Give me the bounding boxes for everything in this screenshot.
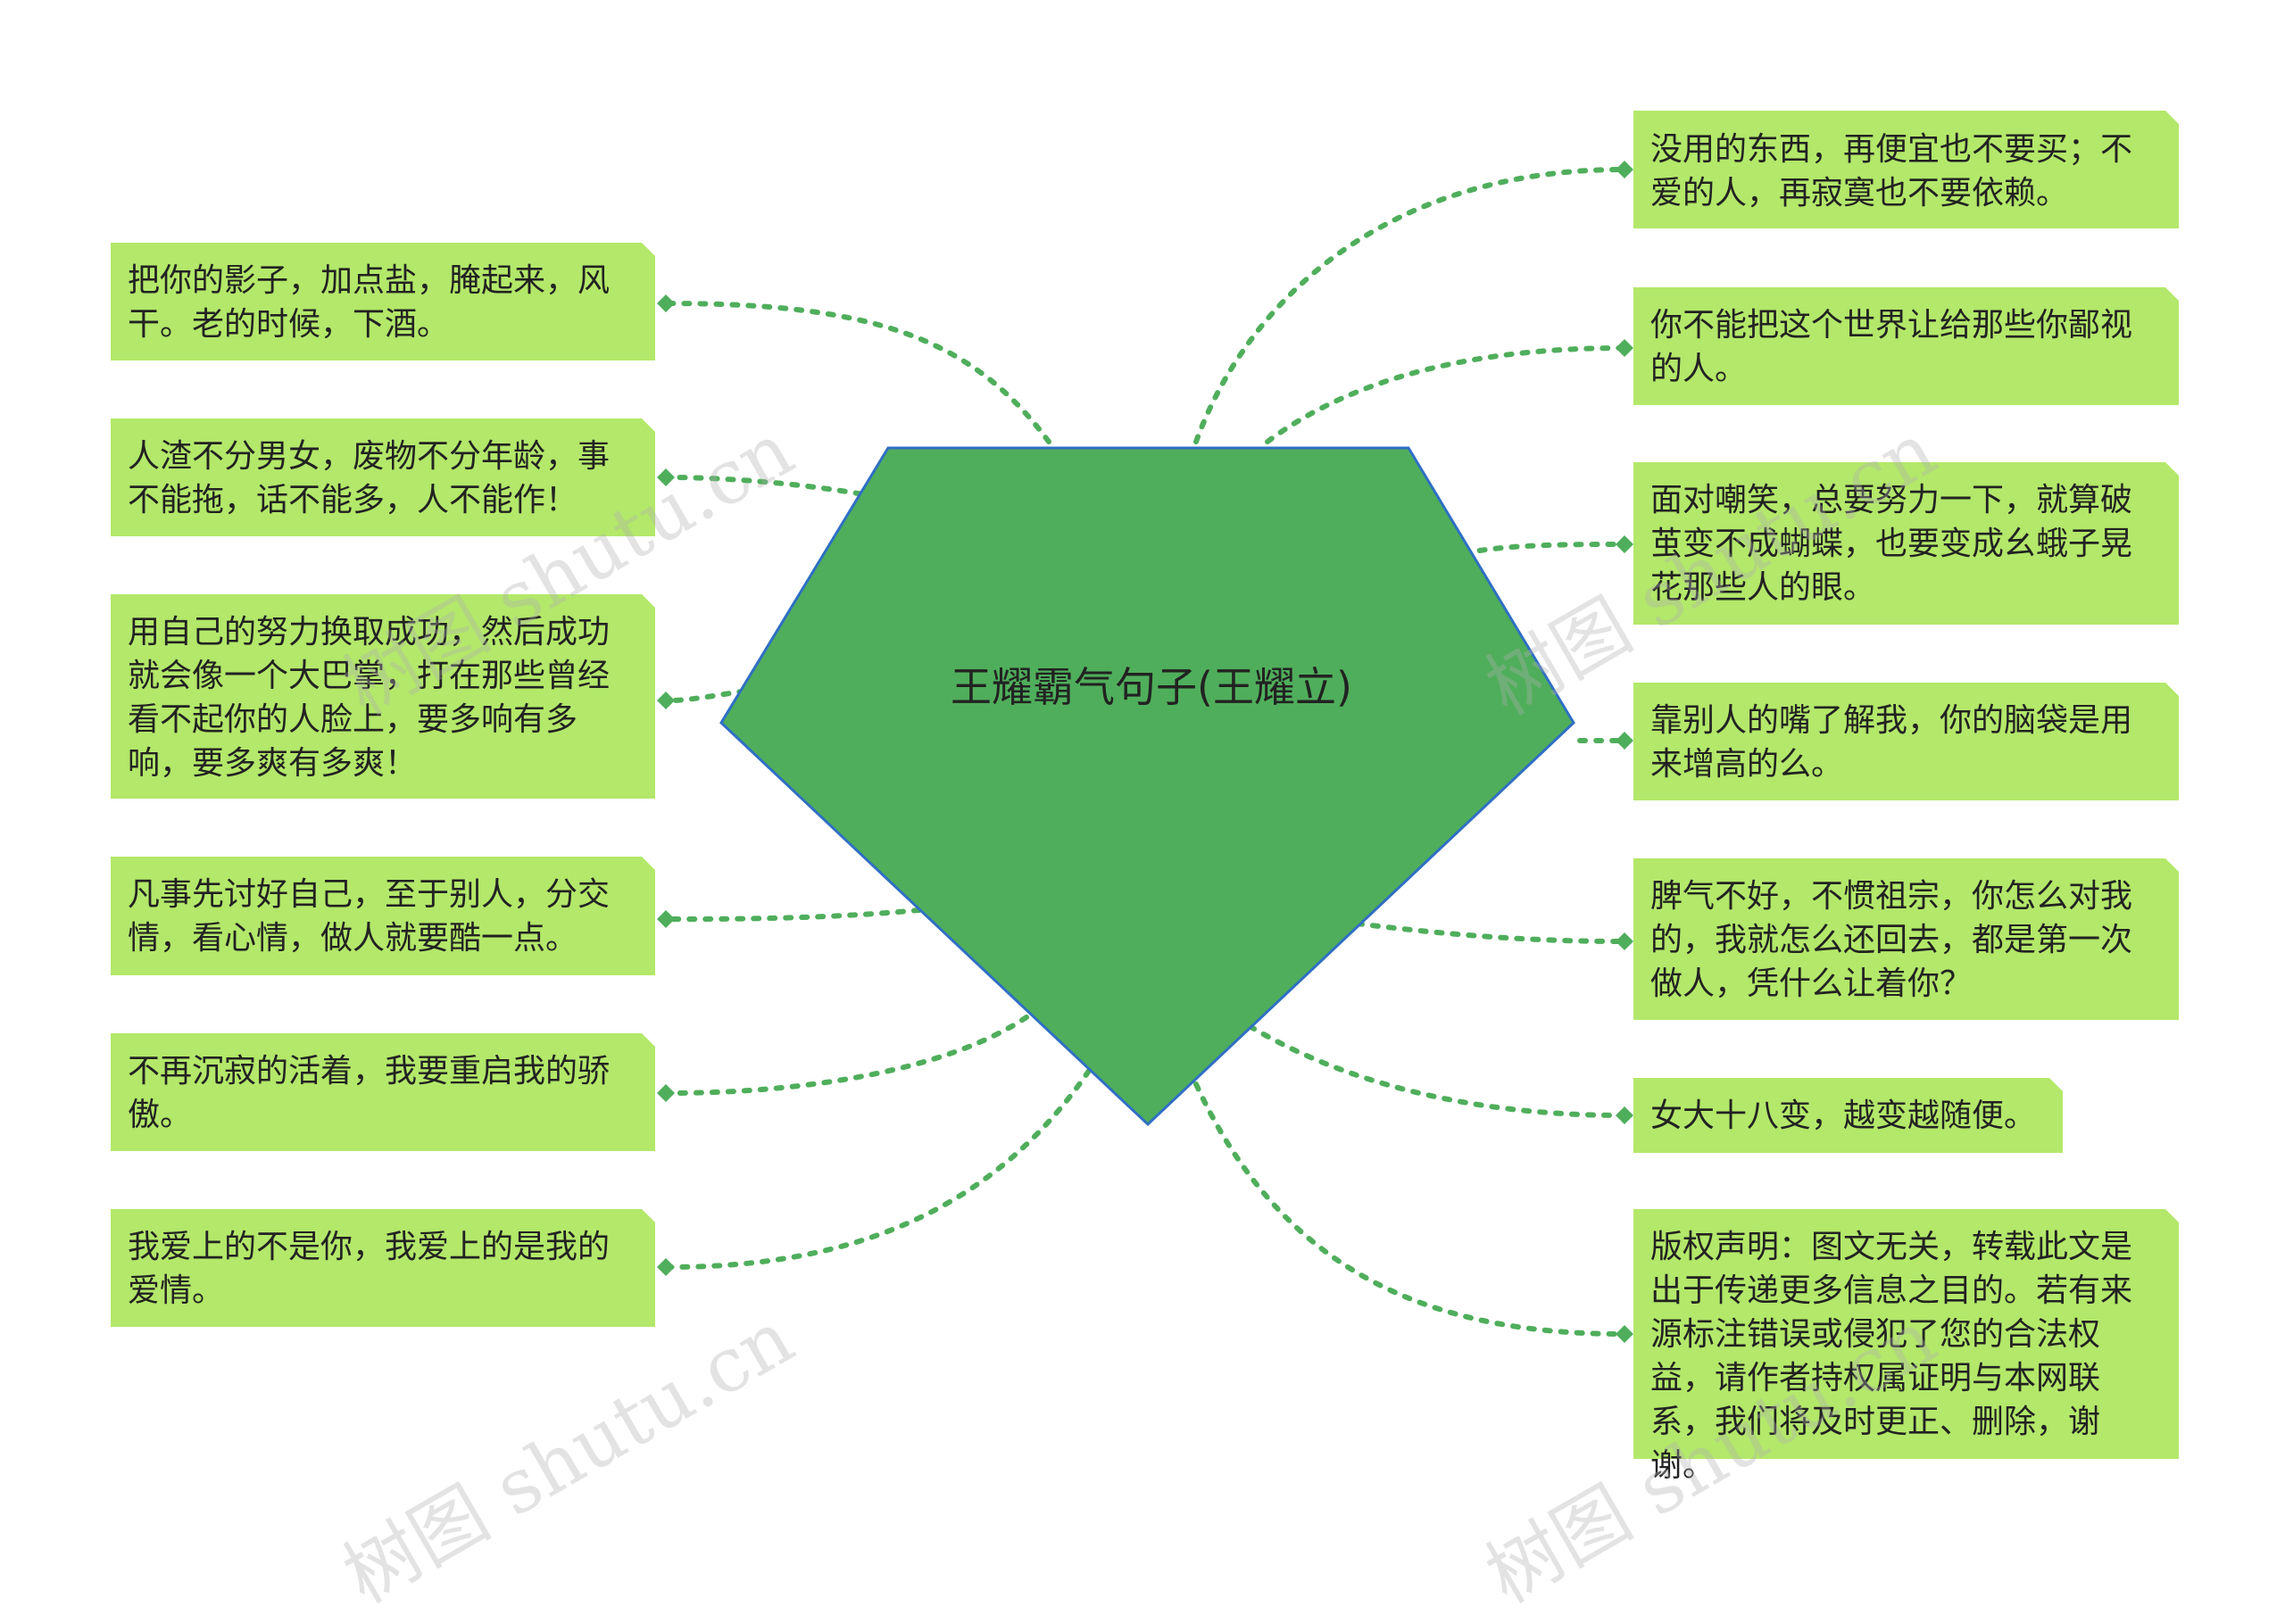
right-node-5[interactable]: 脾气不好，不惯祖宗，你怎么对我的，我就怎么还回去，都是第一次做人，凭什么让着你？ [1650,878,2133,1002]
connector-left-4 [667,907,922,922]
dot-right-3 [1616,535,1633,553]
left-node-3[interactable]: 用自己的努力换取成功，然后成功就会像一个大巴掌，打在那些曾经看不起你的人脸上，要… [128,614,611,782]
dot-left-1 [657,294,675,312]
dot-right-2 [1616,339,1633,357]
right-node-1[interactable]: 没用的东西，再便宜也不要买；不爱的人，再寂寞也不要依赖。 [1650,131,2133,211]
left-node-4[interactable]: 凡事先讨好自己，至于别人，分交情，看心情，做人就要酷一点。 [128,876,611,957]
right-node-box-5 [1633,858,2179,1020]
central-topic-title[interactable]: 王耀霸气句子(王耀立) [951,663,1352,711]
right-node-box-4 [1633,683,2179,800]
left-node-box-6 [111,1209,655,1327]
left-node-box-1 [111,243,655,360]
dot-right-5 [1616,932,1633,950]
connector-dots [657,161,1633,1343]
left-node-6[interactable]: 我爱上的不是你，我爱上的是我的爱情。 [128,1229,611,1309]
left-node-box-5 [111,1033,655,1151]
dot-right-7 [1616,1325,1633,1343]
connector-left-1 [667,301,1051,444]
connector-right-2 [1265,345,1625,444]
dot-right-4 [1616,732,1633,750]
left-node-box-3 [111,594,655,799]
right-node-boxes [1633,111,2179,1459]
dot-left-6 [657,1258,675,1276]
connector-right-5 [1354,921,1625,944]
left-node-1[interactable]: 把你的影子，加点盐，腌起来，风干。老的时候，下酒。 [128,262,611,343]
connector-left-5 [667,1015,1029,1096]
right-node-2[interactable]: 你不能把这个世界让给那些你鄙视的人。 [1650,307,2133,387]
central-pentagon [719,446,1575,1127]
mind-map-canvas [111,111,2179,1459]
right-node-box-3 [1633,462,2179,625]
connector-left-6 [667,1068,1092,1270]
left-node-2[interactable]: 人渣不分男女，废物不分年龄，事不能拖，话不能多，人不能作！ [128,438,611,518]
left-node-5[interactable]: 不再沉寂的活着，我要重启我的骄傲。 [128,1053,611,1133]
left-node-box-2 [111,418,655,536]
connector-right-1 [1193,167,1625,444]
dot-right-6 [1616,1106,1633,1124]
dot-left-4 [657,910,675,928]
left-node-boxes [111,243,655,1327]
right-node-box-1 [1633,111,2179,228]
right-node-4[interactable]: 靠别人的嘴了解我，你的脑袋是用来增高的么。 [1650,702,2133,783]
dot-left-3 [657,692,675,709]
connector-right-3 [1461,542,1625,556]
right-node-box-2 [1633,287,2179,405]
dot-left-2 [657,468,675,486]
right-node-3[interactable]: 面对嘲笑，总要努力一下，就算破茧变不成蝴蝶，也要变成幺蛾子晃花那些人的眼。 [1650,482,2133,606]
left-node-box-4 [111,857,655,975]
dot-right-1 [1616,161,1633,178]
right-node-box-7 [1633,1209,2179,1459]
right-node-7[interactable]: 版权声明：图文无关，转载此文是出于传递更多信息之目的。若有来源标注错误或侵犯了您… [1650,1229,2133,1484]
right-node-box-6 [1633,1078,2063,1153]
connector-right-6 [1247,1023,1625,1118]
dot-left-5 [657,1084,675,1102]
right-node-6[interactable]: 女大十八变，越变越随便。 [1650,1098,2037,1134]
connector-right-7 [1193,1081,1625,1337]
